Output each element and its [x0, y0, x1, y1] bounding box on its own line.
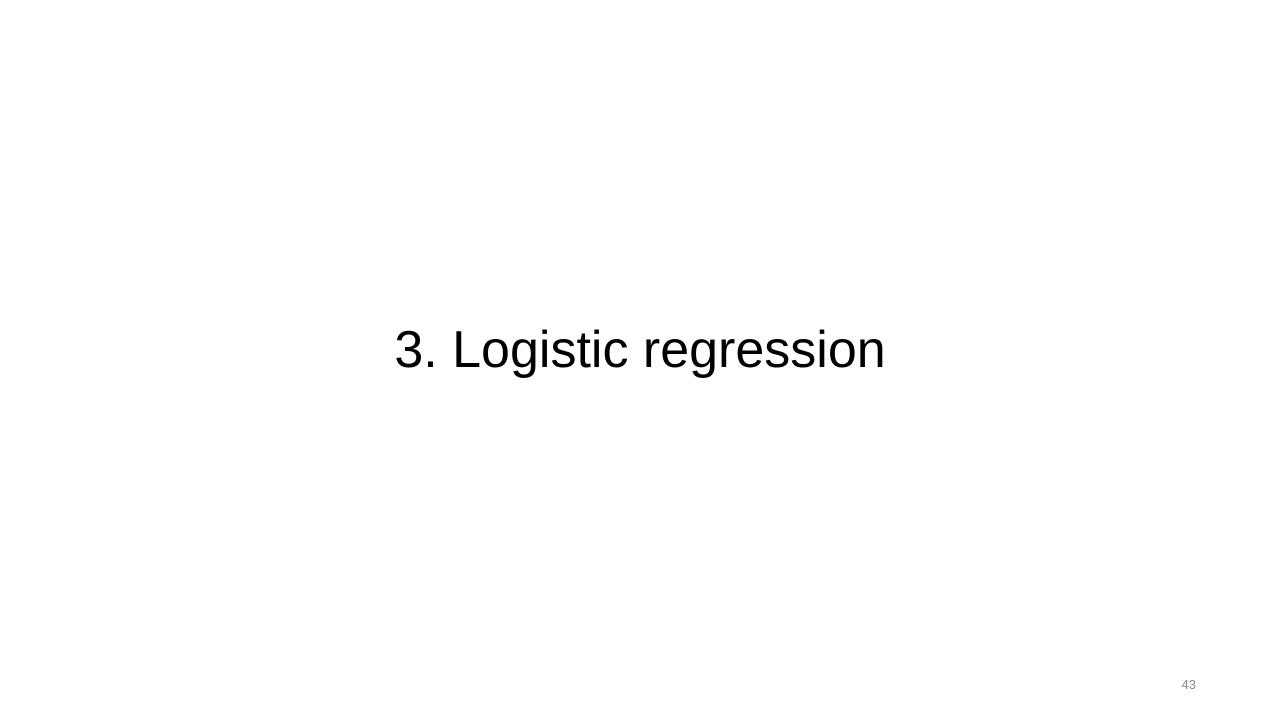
slide-page-number: 43: [1181, 677, 1196, 692]
slide-title: 3. Logistic regression: [394, 321, 886, 379]
